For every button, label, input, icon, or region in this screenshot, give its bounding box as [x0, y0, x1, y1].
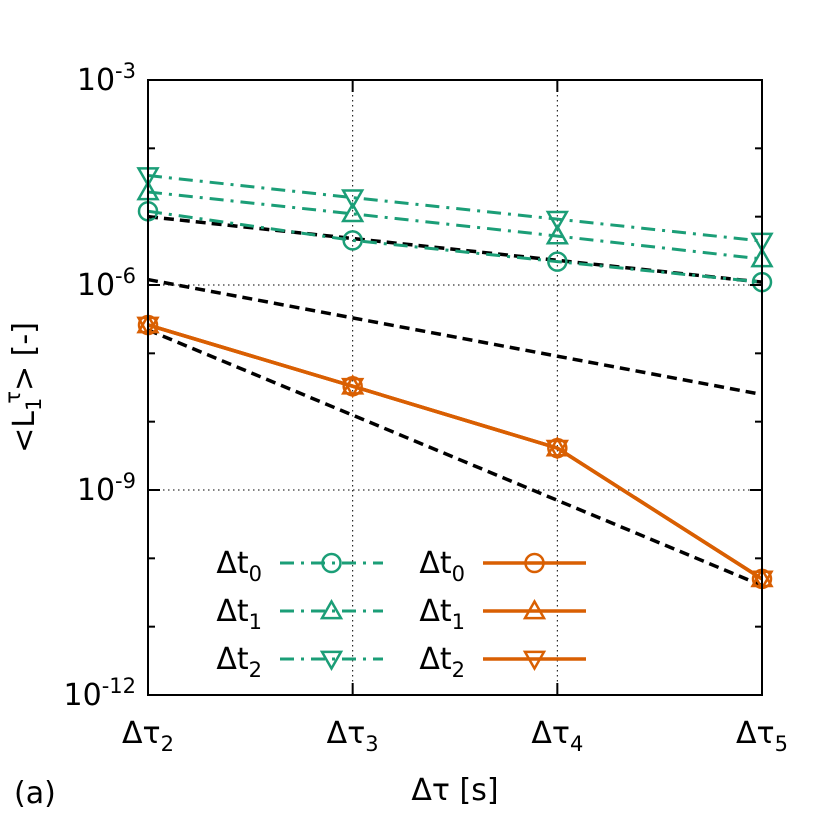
series-line	[147, 190, 763, 261]
data-point-marker	[545, 210, 569, 232]
legend-marker	[319, 598, 344, 620]
data-point-marker	[545, 224, 569, 245]
x-tick-label: Δτ4	[531, 716, 583, 756]
series-line	[147, 323, 763, 581]
legend-entry-label: Δt0	[419, 546, 465, 586]
series-line	[147, 323, 763, 581]
reference-lines	[147, 214, 763, 588]
y-axis-label: <L1τ> [-]	[1, 322, 46, 453]
y-tick-label: 10-9	[77, 469, 136, 508]
series-line	[147, 323, 763, 581]
series-line	[147, 174, 763, 243]
legend-entry-label: Δt1	[419, 594, 465, 634]
data-point-marker	[342, 230, 363, 251]
plot-frame	[147, 79, 763, 696]
series-line	[147, 209, 763, 284]
legend-entry-label: Δt2	[216, 642, 262, 682]
x-tick-label: Δτ5	[736, 716, 788, 756]
legend-marker	[522, 650, 547, 672]
x-tick-label: Δτ2	[122, 716, 174, 756]
reference-line	[147, 214, 763, 284]
series-lines	[136, 167, 774, 591]
y-tick-label: 10-12	[64, 674, 137, 713]
data-point-marker	[341, 189, 365, 210]
series-green-t0	[137, 201, 773, 293]
legend-marker	[319, 650, 344, 672]
data-point-marker	[341, 377, 365, 399]
data-point-marker	[341, 201, 365, 223]
y-tick-label: 10-6	[77, 264, 136, 303]
legend-marker	[321, 552, 342, 574]
data-point-marker	[547, 251, 568, 272]
panel-label: (a)	[14, 776, 56, 811]
legend-entry-label: Δt1	[216, 594, 262, 634]
series-green-t2	[136, 167, 774, 254]
data-point-marker	[545, 439, 569, 461]
x-axis-label: Δτ [s]	[411, 773, 498, 808]
legend-entry-label: Δt0	[216, 546, 262, 586]
legend-entry-label: Δt2	[419, 642, 465, 682]
reference-line	[147, 277, 763, 397]
y-tick-label: 10-3	[77, 59, 136, 98]
legend-marker	[522, 598, 547, 620]
x-tick-label: Δτ3	[327, 716, 379, 756]
legend-marker	[524, 552, 545, 574]
